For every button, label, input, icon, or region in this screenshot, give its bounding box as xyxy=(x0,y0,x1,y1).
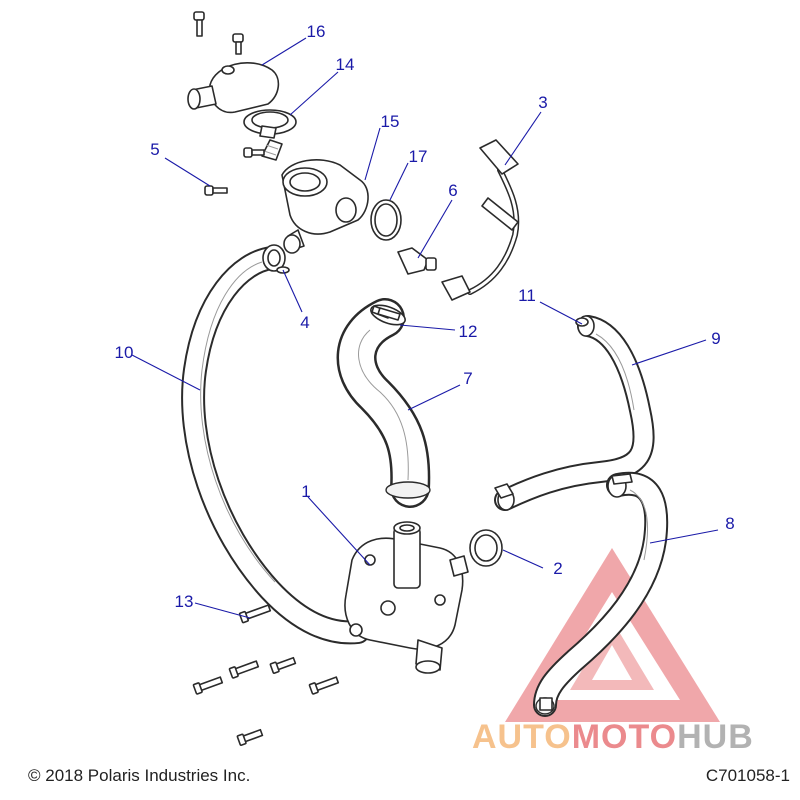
callout-13: 13 xyxy=(175,592,194,611)
callout-4: 4 xyxy=(300,313,309,332)
leader-lines xyxy=(131,37,719,619)
hose-7 xyxy=(336,298,431,508)
callouts: 1 2 3 4 5 6 7 8 9 10 11 12 13 14 15 16 1… xyxy=(115,22,735,611)
watermark-moto: MOTO xyxy=(572,718,677,756)
thermostat-cover-16 xyxy=(187,62,280,114)
sensor-6 xyxy=(397,247,437,275)
callout-7: 7 xyxy=(463,369,472,388)
copyright-text: © 2018 Polaris Industries Inc. xyxy=(28,766,251,785)
callout-11: 11 xyxy=(518,286,536,305)
thermostat-14 xyxy=(243,109,297,161)
callout-15: 15 xyxy=(381,112,400,131)
callout-5: 5 xyxy=(150,140,159,159)
bolts-13 xyxy=(192,604,340,747)
callout-10: 10 xyxy=(115,343,134,362)
diagram-code: C701058-1 xyxy=(705,766,790,785)
callout-14: 14 xyxy=(336,55,355,74)
hose-9 xyxy=(494,315,655,511)
callout-3: 3 xyxy=(538,93,547,112)
callout-2: 2 xyxy=(553,559,562,578)
thermostat-housing-15 xyxy=(281,159,369,254)
bolt-5 xyxy=(204,147,265,196)
watermark-auto: AUTO xyxy=(472,718,572,756)
clamp-lower xyxy=(494,473,633,711)
clamp-12 xyxy=(377,307,401,321)
water-pump-housing xyxy=(344,521,469,674)
clamp-11 xyxy=(575,317,589,327)
watermark-logo: AUTOMOTOHUB xyxy=(472,548,754,756)
o-ring-17 xyxy=(370,199,402,241)
callout-8: 8 xyxy=(725,514,734,533)
callout-12: 12 xyxy=(459,322,478,341)
callout-9: 9 xyxy=(711,329,720,348)
watermark-hub: HUB xyxy=(677,718,754,756)
svg-text:AUTOMOTOHUB: AUTOMOTOHUB xyxy=(472,718,754,756)
callout-6: 6 xyxy=(448,181,457,200)
o-ring-2 xyxy=(469,529,503,567)
cover-bolts xyxy=(193,11,244,55)
callout-1: 1 xyxy=(301,482,310,501)
hose-10 xyxy=(181,244,370,645)
wire-harness-3 xyxy=(441,139,520,301)
callout-17: 17 xyxy=(409,147,428,166)
callout-16: 16 xyxy=(307,22,326,41)
